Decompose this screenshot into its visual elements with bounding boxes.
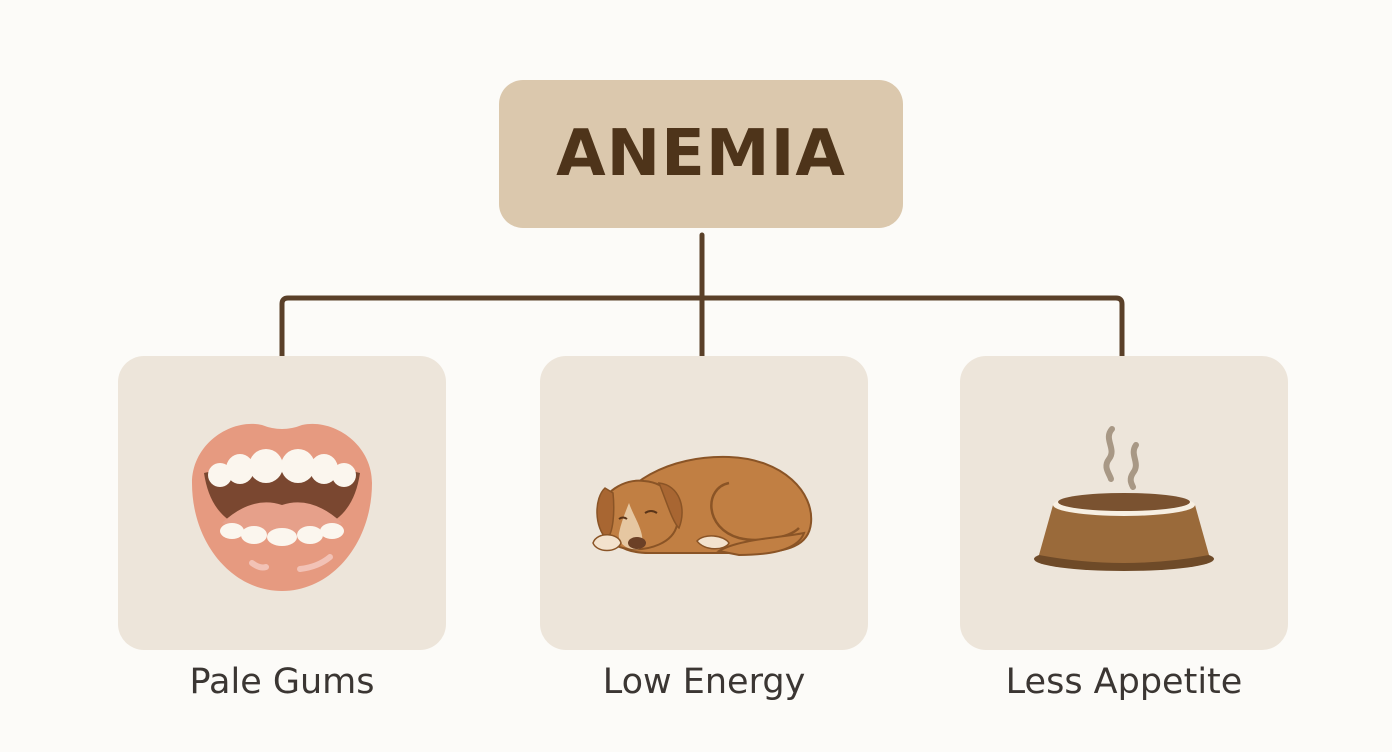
root-node-anemia: ANEMIA — [499, 80, 903, 228]
label-pale-gums: Pale Gums — [189, 662, 375, 702]
sleeping-dog-icon — [592, 455, 813, 557]
food-bowl-icon — [1034, 426, 1214, 571]
open-mouth-icon — [192, 423, 372, 591]
card-less-appetite — [960, 356, 1288, 650]
card-low-energy — [540, 356, 868, 650]
root-label: ANEMIA — [556, 117, 846, 191]
label-low-energy: Low Energy — [602, 662, 806, 702]
card-pale-gums — [118, 356, 446, 650]
label-less-appetite: Less Appetite — [1005, 662, 1243, 702]
